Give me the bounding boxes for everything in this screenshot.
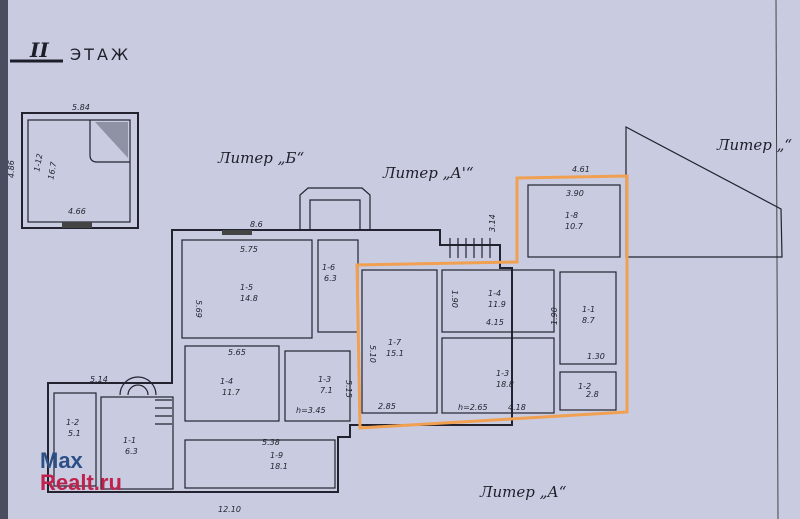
watermark-line2: Realt.ru [40,470,122,495]
room-area: 8.7 [582,316,596,325]
page-margin-line [775,0,779,519]
room-id: 1-1 [582,305,595,314]
room-area: 11.9 [488,300,506,309]
room-area: 6.3 [125,447,138,456]
dim-label: 3.90 [566,189,584,198]
room-id: 1-5 [240,283,253,292]
dim-label: 5.14 [90,375,108,384]
floor-word: ЭТАЖ [70,45,131,64]
highlighted-apartment [355,174,629,430]
dim-label: 12.10 [218,505,241,514]
room-area: 6.3 [324,274,337,283]
room-area: 18.1 [270,462,288,471]
dim-label: 4.15 [486,318,504,327]
room-area: 11.7 [222,388,241,397]
dim-label: 5.15 [344,380,353,398]
dim-label: 4.66 [68,207,86,216]
room-id: 1-2 [578,382,591,391]
dim-label: 1.90 [550,307,559,325]
liter-b-label: Литер „Б“ [217,149,304,167]
main-building [47,187,513,493]
watermark-logo: Max Realt.ru [40,448,122,495]
room-id: 1-1 [123,436,136,445]
dim-label: 5.10 [368,345,377,363]
room-id: 1-12 [32,153,44,172]
room-area: 10.7 [565,222,584,231]
dim-label: 5.69 [194,300,203,318]
separate-room: 5.84 4.66 4.86 1-12 16.7 [7,103,139,229]
liter-right-label: Литер „“ [716,136,792,154]
dim-label: 5.84 [72,103,90,112]
room-id: 1-4 [220,377,233,386]
dim-label: 4.18 [508,403,526,412]
room-area: 2.8 [586,390,599,399]
watermark-line1: Max [40,448,84,473]
dim-label: 3.14 [488,214,497,232]
dim-label: h=3.45 [296,406,326,415]
floor-numeral: II [29,38,49,62]
dim-label: 5.38 [262,438,280,447]
dim-label: 2.85 [378,402,396,411]
room-id: 1-7 [388,338,402,347]
dim-label: 8.6 [250,220,263,229]
room-id: 1-3 [318,375,331,384]
room-area: 5.1 [68,429,81,438]
dim-label: h=2.65 [458,403,488,412]
room-id: 1-9 [270,451,283,460]
apartment-highlight-outline [355,174,629,430]
room-id: 1-3 [496,369,509,378]
dim-label: 5.65 [228,348,246,357]
liter-a-prime-label: Литер „А'“ [382,164,474,182]
room-id: 1-2 [66,418,79,427]
dim-label: 5.75 [240,245,258,254]
dim-label: 4.61 [572,165,590,174]
room-area: 15.1 [386,349,404,358]
floor-title: II ЭТАЖ [10,38,131,64]
room-area: 14.8 [240,294,258,303]
room-area: 7.1 [320,386,333,395]
room-area: 18.8 [496,380,514,389]
room-labels: 1-5 14.8 1-6 6.3 1-4 11.7 1-3 7.1 1-2 5.… [66,211,599,471]
room-id: 1-8 [565,211,578,220]
dim-label: 1.90 [450,290,459,308]
room-id: 1-6 [322,263,335,272]
dim-label: 4.86 [7,160,16,178]
photo-edge [0,0,8,519]
room-id: 1-4 [488,289,501,298]
room-area: 16.7 [46,160,58,180]
liter-a-label: Литер „А“ [479,483,567,501]
dim-label: 1.30 [587,352,605,361]
